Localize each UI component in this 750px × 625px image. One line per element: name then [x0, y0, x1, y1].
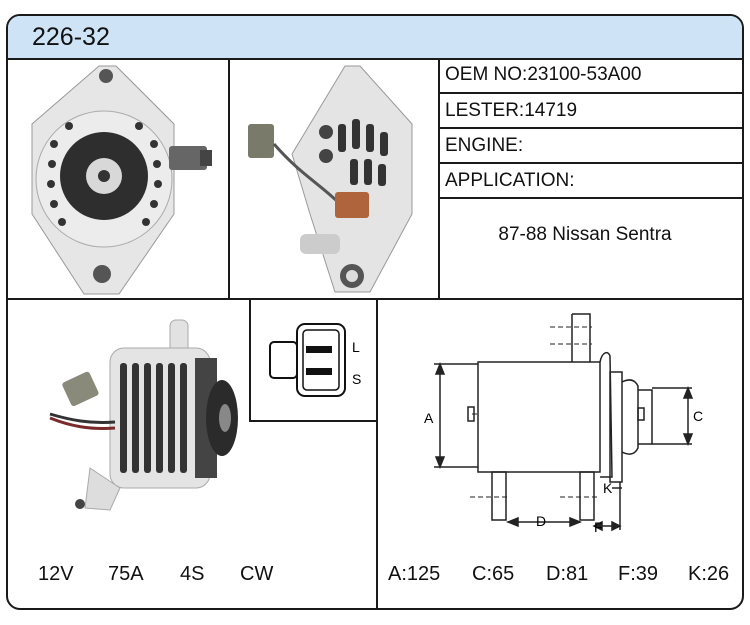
divider: [438, 127, 744, 129]
divider: [249, 420, 378, 422]
terminal-s-label: S: [352, 371, 361, 387]
terminal-l-label: L: [352, 339, 360, 355]
oem-row: OEM NO:23100-53A00: [445, 64, 641, 86]
lester-label: LESTER:: [445, 100, 525, 121]
dim-k-label: K: [603, 480, 613, 496]
dim-f-label: F: [594, 519, 603, 535]
oem-label: OEM NO:: [445, 64, 528, 85]
divider: [438, 58, 440, 300]
alternator-front-photo: [31, 65, 212, 295]
divider: [376, 298, 378, 610]
dim-a-label: A: [424, 410, 434, 426]
connector-diagram: L S: [269, 323, 361, 397]
application-row: APPLICATION:: [445, 170, 575, 192]
part-number-title: 226-32: [32, 23, 110, 51]
engine-row: ENGINE:: [445, 135, 523, 157]
lester-value: 14719: [524, 100, 578, 121]
dim-a-value: A:125: [388, 563, 441, 585]
oem-value: 23100-53A00: [527, 64, 642, 85]
divider: [249, 298, 251, 422]
rotation-value: CW: [240, 563, 274, 585]
dim-d-label: D: [536, 513, 546, 529]
groove-value: 4S: [180, 563, 205, 585]
application-value: 87-88 Nissan Sentra: [498, 224, 672, 245]
application-label: APPLICATION:: [445, 170, 575, 191]
divider: [228, 58, 230, 300]
divider: [438, 197, 744, 199]
dim-k-value: K:26: [688, 563, 730, 585]
dim-c-label: C: [693, 408, 703, 424]
lester-row: LESTER:14719: [445, 100, 577, 122]
dim-d-value: D:81: [546, 563, 589, 585]
voltage-value: 12V: [38, 563, 74, 585]
divider: [438, 162, 744, 164]
engine-label: ENGINE:: [445, 135, 524, 156]
alternator-rear-photo: [248, 65, 413, 293]
dim-c-value: C:65: [472, 563, 515, 585]
divider: [438, 92, 744, 94]
alternator-side-photo: [49, 319, 238, 511]
title-bar: 226-32: [8, 16, 742, 60]
dim-f-value: F:39: [618, 563, 659, 585]
dimension-drawing: A C D F K: [424, 313, 703, 535]
amperage-value: 75A: [108, 563, 144, 585]
divider: [6, 298, 744, 300]
